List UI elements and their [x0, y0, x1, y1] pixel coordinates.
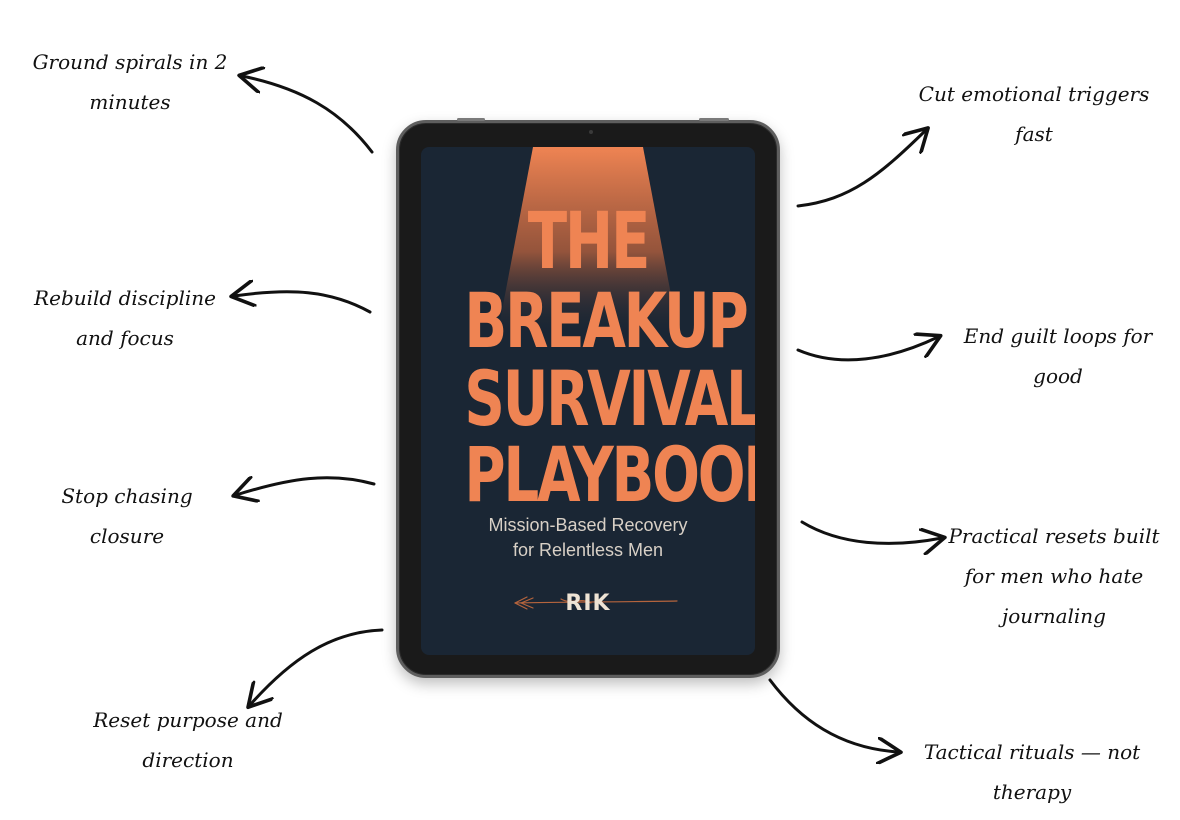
- book-subtitle-line-2: for Relentless Men: [512, 540, 664, 560]
- camera-icon: [589, 130, 593, 134]
- callout-ground-spirals: Ground spirals in 2 minutes: [32, 50, 228, 114]
- arrow-tactical-rituals: [768, 678, 898, 752]
- arrow-rebuild-discipline: [234, 292, 372, 314]
- signature-arrow-flourish: [514, 596, 678, 610]
- callout-end-guilt: End guilt loops for good: [963, 324, 1153, 388]
- book-subtitle-line-1: Mission-Based Recovery: [488, 515, 688, 535]
- callout-reset-purpose: Reset purpose and direction: [93, 708, 283, 772]
- callout-tactical-rituals: Tactical rituals — not therapy: [923, 740, 1141, 804]
- callout-practical-resets: Practical resets built for men who hate …: [948, 524, 1160, 628]
- tablet-top-button: [457, 118, 485, 121]
- book-cover: THE BREAKUP SURVIVAL PLAYBOOK Mission-Ba…: [421, 147, 755, 655]
- arrow-stop-chasing: [236, 478, 376, 495]
- book-title-line-4: PLAYBOOK: [464, 430, 755, 519]
- book-title-line-2: BREAKUP: [464, 276, 748, 365]
- tablet-device: THE BREAKUP SURVIVAL PLAYBOOK Mission-Ba…: [396, 118, 780, 678]
- spotlight-beam: [497, 147, 679, 337]
- book-author: RIK: [565, 591, 611, 616]
- book-title-line-3: SURVIVAL: [464, 354, 755, 443]
- tablet-volume-button: [699, 118, 729, 121]
- arrow-reset-purpose: [250, 628, 384, 705]
- arrow-practical-resets: [800, 520, 942, 543]
- arrow-cut-triggers: [796, 130, 926, 208]
- arrow-end-guilt: [796, 337, 938, 362]
- book-title-line-1: THE: [527, 197, 651, 287]
- arrow-ground-spirals: [242, 76, 374, 154]
- callout-rebuild-discipline: Rebuild discipline and focus: [34, 286, 216, 350]
- callout-stop-chasing: Stop chasing closure: [61, 484, 193, 548]
- callout-cut-triggers: Cut emotional triggers fast: [918, 82, 1150, 146]
